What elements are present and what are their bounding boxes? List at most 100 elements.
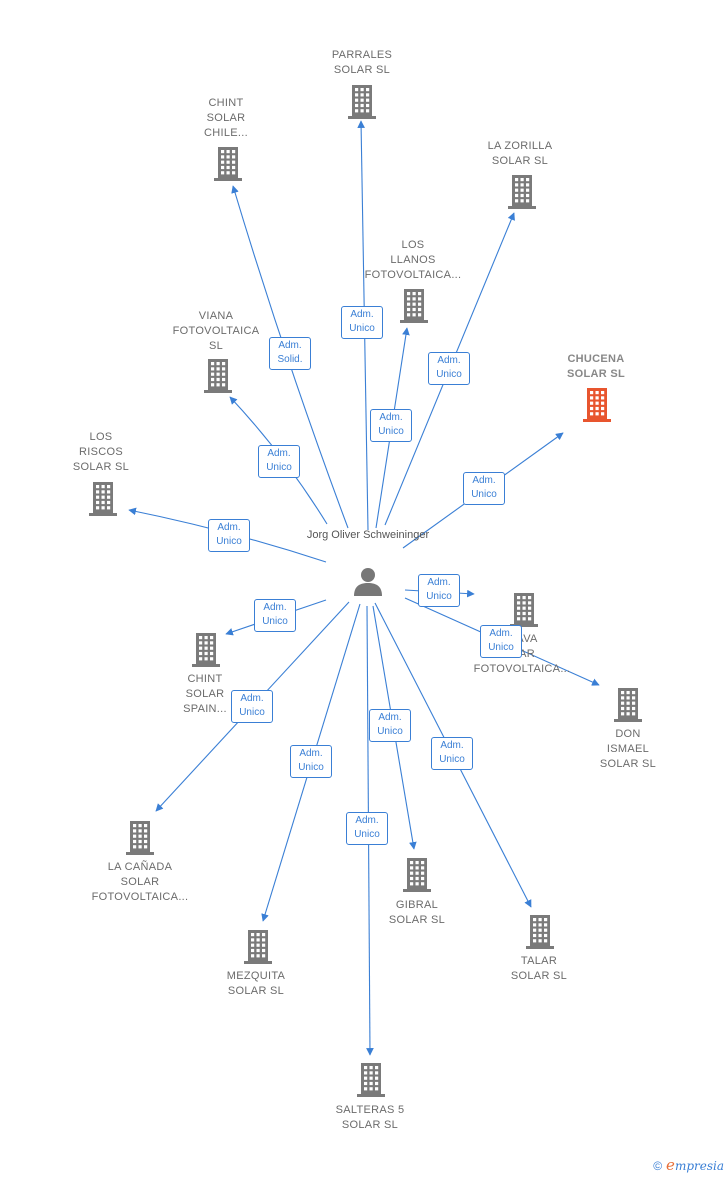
company-name-line: SOLAR SL xyxy=(491,155,549,167)
edge-label-talar[interactable]: Adm. Unico xyxy=(431,737,473,770)
brand-initial: e xyxy=(666,1156,675,1174)
edge-label-la-zorilla[interactable]: Adm. Unico xyxy=(428,352,470,385)
edge-label-gibral[interactable]: Adm.Unico xyxy=(369,709,411,742)
edge-label-line: Adm. xyxy=(472,475,496,486)
edge-label-line: Adm. xyxy=(240,693,264,704)
edge-label-chucena[interactable]: Adm. Unico xyxy=(463,472,505,505)
company-label-nava[interactable]: ...AVA...ARFOTOVOLTAICA... xyxy=(457,632,587,677)
company-name-line: LOS xyxy=(401,239,425,251)
building-icon[interactable] xyxy=(507,174,537,210)
edge-label-mezquita[interactable]: Adm. Unico xyxy=(290,745,332,778)
company-label-chint-spain[interactable]: CHINT SOLAR SPAIN... xyxy=(140,672,270,717)
center-person-name[interactable]: Jorg Oliver Schweininger xyxy=(300,528,436,543)
edge-label-line: Solid. xyxy=(277,354,303,365)
building-icon[interactable] xyxy=(203,358,233,394)
edge-label-los-riscos[interactable]: Adm. Unico xyxy=(208,519,250,552)
company-name-line: CHINT xyxy=(208,97,244,109)
company-name-line: ...AVA xyxy=(457,632,587,647)
company-name-line: SOLAR SL xyxy=(566,368,625,380)
edge-label-chint-chile[interactable]: Adm.Solid. xyxy=(269,337,311,370)
edge-label-line: Adm. xyxy=(489,628,513,639)
company-label-la-zorilla[interactable]: LA ZORILLA SOLAR SL xyxy=(455,139,585,169)
company-name-line: FOTOVOLTAICA... xyxy=(473,663,571,675)
edge-label-line: Unico xyxy=(471,489,497,500)
edge-label-line: Unico xyxy=(436,369,462,380)
edge-label-line: Unico xyxy=(239,707,265,718)
edge-label-line: Unico xyxy=(266,462,292,473)
edge-label-line: Unico xyxy=(349,323,375,334)
edge-label-line: Adm. xyxy=(437,355,461,366)
edge-label-line: Unico xyxy=(216,536,242,547)
company-name-line: FOTOVOLTAICA... xyxy=(364,269,462,281)
edge-label-line: Adm. xyxy=(350,309,374,320)
company-name-line: LA CAÑADA xyxy=(107,861,173,873)
company-name-line: CHINT xyxy=(187,673,223,685)
company-name-line: ISMAEL xyxy=(606,743,650,755)
edge-label-line: Adm. xyxy=(267,448,291,459)
building-icon[interactable] xyxy=(613,687,643,723)
building-icon[interactable] xyxy=(347,84,377,120)
building-icon[interactable] xyxy=(402,857,432,893)
company-name-line: LA ZORILLA xyxy=(487,140,553,152)
edge-label-nava[interactable]: Adm.Unico xyxy=(418,574,460,607)
building-icon[interactable] xyxy=(243,929,273,965)
edge-label-viana[interactable]: Adm. Unico xyxy=(258,445,300,478)
company-name-line: SOLAR xyxy=(206,112,246,124)
company-name-line: SALTERAS 5 xyxy=(335,1104,405,1116)
building-icon[interactable] xyxy=(399,288,429,324)
company-name-line: SOLAR SL xyxy=(72,461,130,473)
building-icon[interactable] xyxy=(88,481,118,517)
edge-label-parrales[interactable]: Adm. Unico xyxy=(341,306,383,339)
center-name-line: Schweininger xyxy=(363,529,430,541)
company-name-line: SOLAR SL xyxy=(388,914,446,926)
center-name-line: Jorg Oliver xyxy=(306,529,361,541)
company-name-line: TALAR xyxy=(520,955,558,967)
company-name-line: SOLAR SL xyxy=(341,1119,399,1131)
edge-label-line: Adm. xyxy=(427,577,451,588)
edge-label-line: Adm. xyxy=(355,815,379,826)
brand-name: mpresia xyxy=(674,1159,724,1173)
company-label-chint-chile[interactable]: CHINT SOLAR CHILE... xyxy=(161,96,291,141)
company-label-salteras[interactable]: SALTERAS 5 SOLAR SL xyxy=(305,1103,435,1133)
company-name-line: SOLAR xyxy=(185,688,225,700)
building-icon[interactable] xyxy=(213,146,243,182)
company-name-line: LOS xyxy=(89,431,113,443)
company-name-line: SPAIN... xyxy=(183,703,227,715)
company-name-line: CHILE... xyxy=(204,127,248,139)
edge-label-chint-spain[interactable]: Adm.Unico xyxy=(254,599,296,632)
building-icon[interactable] xyxy=(525,914,555,950)
edge-label-line: Unico xyxy=(262,616,288,627)
edge-label-line: Unico xyxy=(439,754,465,765)
edge-label-line: Unico xyxy=(298,762,324,773)
building-icon[interactable] xyxy=(356,1062,386,1098)
edge-label-los-llanos[interactable]: Adm.Unico xyxy=(370,409,412,442)
company-name-line: FOTOVOLTAICA xyxy=(172,325,260,337)
edge-label-salteras[interactable]: Adm. Unico xyxy=(346,812,388,845)
edge-label-line: Adm. xyxy=(440,740,464,751)
building-icon[interactable] xyxy=(191,632,221,668)
edge-label-line: Unico xyxy=(488,642,514,653)
building-icon[interactable] xyxy=(125,820,155,856)
edge-label-line: Adm. xyxy=(299,748,323,759)
company-name-line: SL xyxy=(208,340,224,352)
edge-label-line: Unico xyxy=(354,829,380,840)
edge-label-line: Unico xyxy=(377,726,403,737)
edge-label-don-ismael[interactable]: Adm. Unico xyxy=(480,625,522,658)
person-icon[interactable] xyxy=(352,566,384,598)
edge-label-line: Adm. xyxy=(217,522,241,533)
edge-label-la-canada[interactable]: Adm. Unico xyxy=(231,690,273,723)
building-icon[interactable] xyxy=(509,592,539,628)
building-icon[interactable] xyxy=(582,387,612,423)
company-name-line: ...AR xyxy=(457,647,587,662)
